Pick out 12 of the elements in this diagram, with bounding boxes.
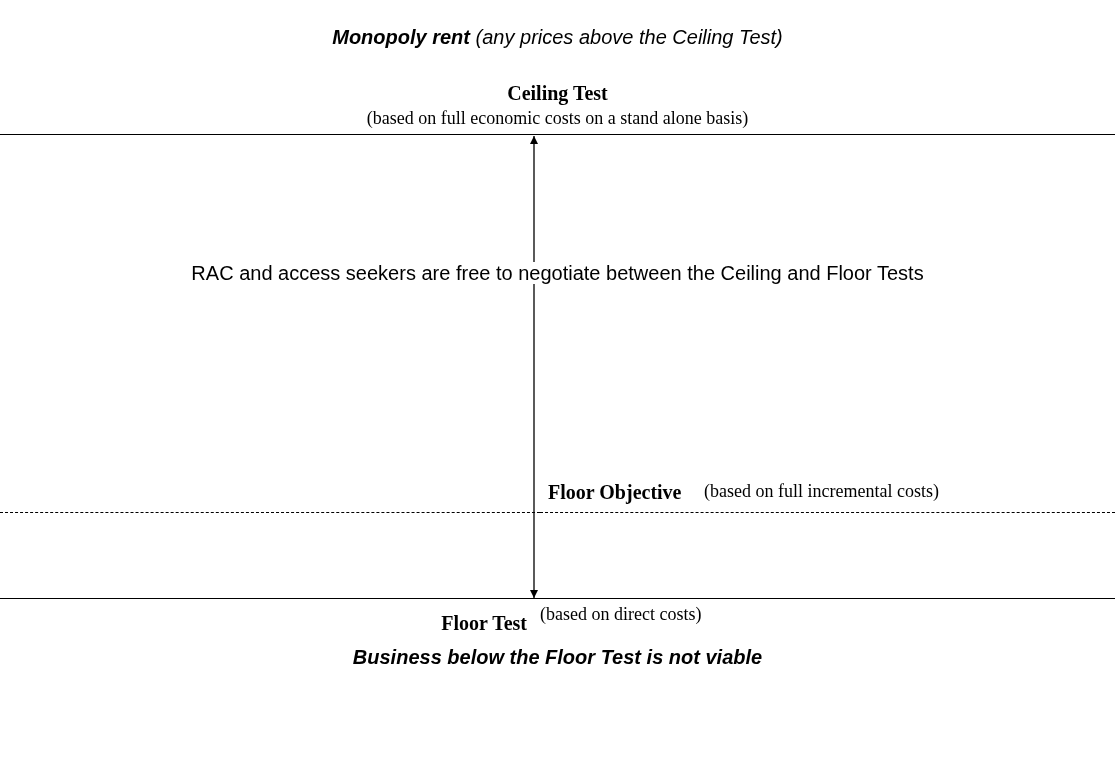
level-heading: Floor Test xyxy=(441,612,527,635)
zone-caption: Monopoly rent (any prices above the Ceiling Test) xyxy=(332,26,783,48)
double-headed-arrow xyxy=(530,135,538,599)
dashed-level-line xyxy=(540,480,1115,513)
level-heading: Floor Objective xyxy=(548,481,682,504)
level-note: (based on direct costs) xyxy=(540,604,702,625)
level-note: (based on full incremental costs) xyxy=(704,481,939,502)
zone-note: RAC and access seekers are free to negotiate between the Ceiling and Floor Tests xyxy=(191,262,924,284)
level-heading: Ceiling Test xyxy=(506,82,609,105)
zone-caption: Business below the Floor Test is not viable xyxy=(352,646,763,668)
level-line xyxy=(0,82,1115,135)
level-note: (based on full economic costs on a stand alone basis) xyxy=(365,108,750,129)
